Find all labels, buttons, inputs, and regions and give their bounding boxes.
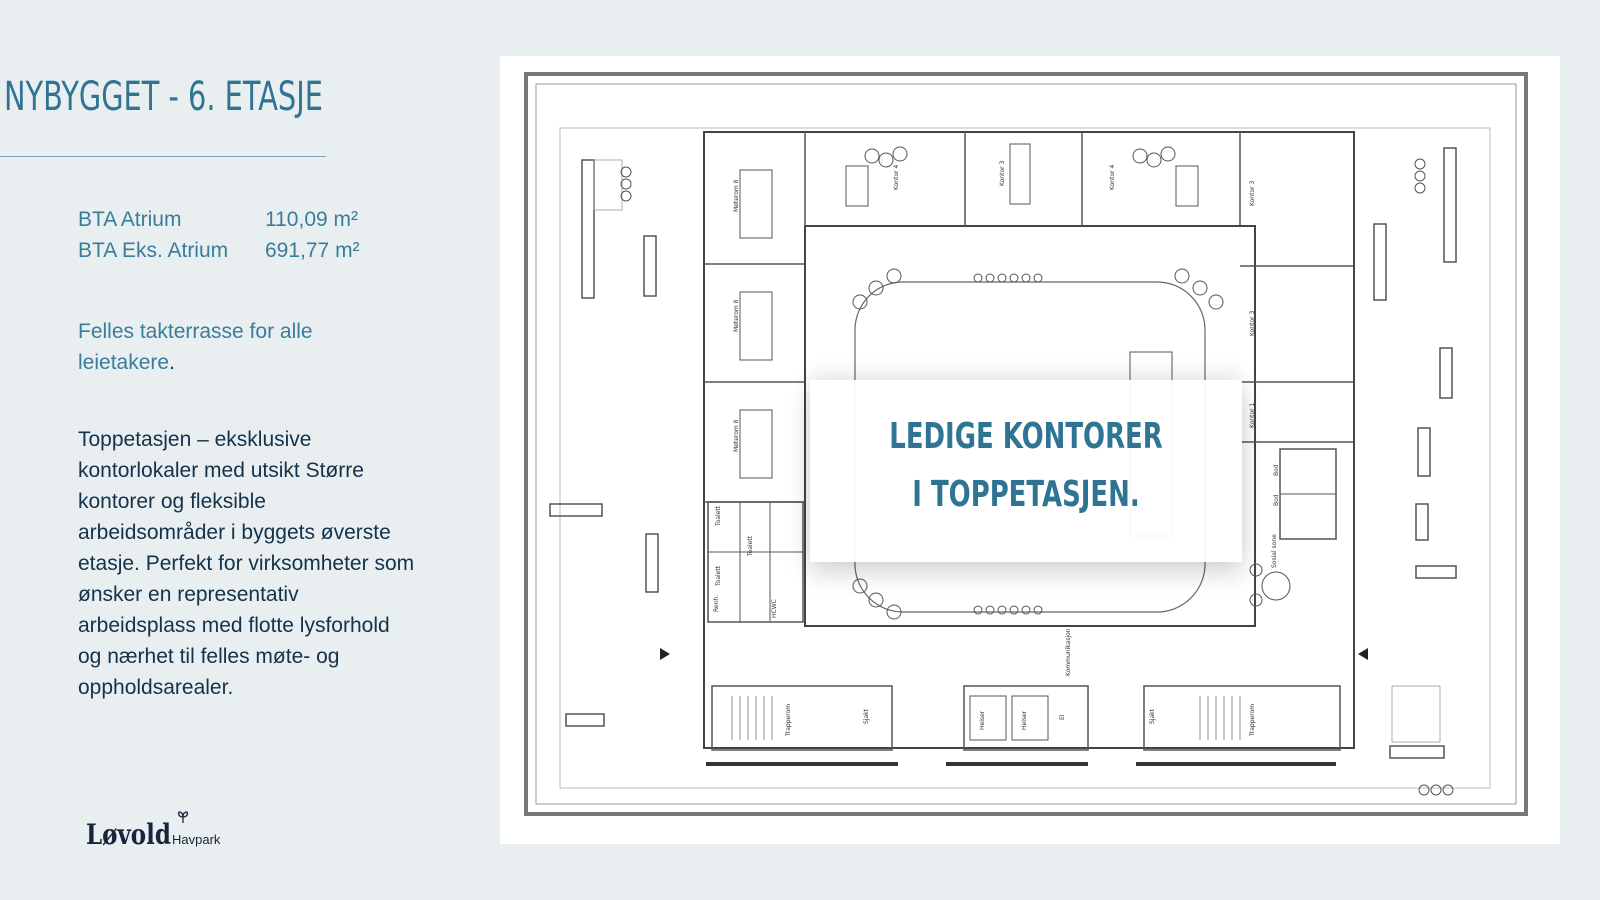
logo-leaf-icon: [177, 811, 189, 823]
plan-room-label: Trapperom: [785, 704, 792, 737]
plan-room-label: Kontor 3: [1249, 310, 1256, 336]
page-title: NYBYGGET - 6. ETASJE: [4, 74, 323, 120]
plan-room-label: Møterom 8: [733, 179, 740, 212]
title-divider: [0, 156, 326, 157]
plan-room-label: Kontor 3: [999, 160, 1006, 186]
area-stats: BTA Atrium 110,09 m² BTA Eks. Atrium 691…: [78, 204, 360, 266]
stat-value: 110,09 m²: [265, 208, 358, 231]
plan-room-label: Trapperom: [1249, 704, 1256, 737]
logo: Løvold Havpark: [86, 811, 221, 851]
plan-room-label: Heiser: [1021, 710, 1028, 730]
plan-room-label: Kontor 1: [1249, 402, 1256, 428]
stat-row: BTA Atrium 110,09 m²: [78, 204, 360, 235]
callout-line: LEDIGE KONTORER: [889, 416, 1163, 457]
plan-room-label: HCWC: [771, 599, 778, 618]
floor-plan-drawing: Møterom 8 Møterom 8 Møterom 8 Kontor 4 K…: [524, 72, 1528, 816]
logo-sub: Havpark: [172, 811, 221, 847]
shared-terrace-punct: .: [169, 351, 175, 374]
plan-room-label: Toalett: [747, 535, 754, 557]
plan-room-label: Sjakt: [1149, 708, 1156, 724]
stat-row: BTA Eks. Atrium 691,77 m²: [78, 235, 360, 266]
plan-room-label: Kontor 3: [1249, 180, 1256, 206]
plan-room-label: Møterom 8: [733, 299, 740, 332]
stat-label: BTA Atrium: [78, 208, 182, 231]
plan-room-label: Heiser: [979, 710, 986, 730]
plan-room-label: Sosial sone: [1271, 534, 1278, 568]
plan-room-label: Toalett: [715, 505, 722, 527]
callout-banner: LEDIGE KONTORER I TOPPETASJEN.: [810, 380, 1242, 562]
plan-room-label: El: [1059, 714, 1066, 720]
plan-room-label: Bod: [1273, 464, 1280, 476]
stat-label: BTA Eks. Atrium: [78, 239, 229, 262]
shared-terrace-text: Felles takterrasse for alle leietakere.: [78, 316, 378, 378]
plan-room-label: Bod: [1273, 494, 1280, 506]
logo-wordmark: Løvold: [86, 818, 171, 851]
logo-sub-label: Havpark: [172, 832, 221, 847]
callout-line: I TOPPETASJEN.: [912, 474, 1140, 515]
plan-room-label: Kontor 4: [893, 164, 900, 190]
plan-room-label: Toalett: [715, 565, 722, 587]
plan-room-label: Møterom 8: [733, 419, 740, 452]
plan-room-label: Sjakt: [863, 708, 870, 724]
plan-room-label: Kommunikasjon: [1065, 628, 1072, 676]
plan-room-label: Kontor 4: [1109, 164, 1116, 190]
plan-room-label: Renh.: [713, 595, 720, 612]
stat-value: 691,77 m²: [265, 239, 360, 262]
shared-terrace-body: Felles takterrasse for alle leietakere: [78, 320, 313, 374]
description-text: Toppetasjen – eksklusive kontorlokaler m…: [78, 428, 415, 699]
